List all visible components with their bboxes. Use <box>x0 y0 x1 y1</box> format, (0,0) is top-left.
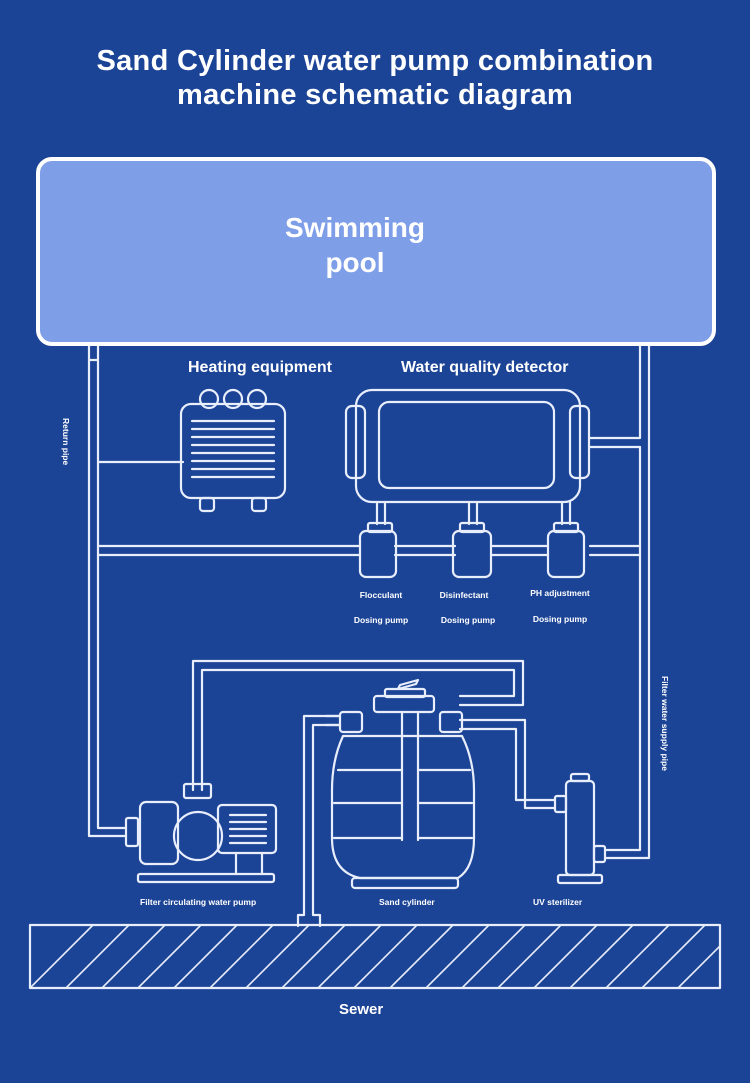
pool-label-line-2: pool <box>325 247 385 278</box>
flocculant-dosing-pump-label: Dosing pump <box>353 615 409 625</box>
filter-circulating-water-pump-label: Filter circulating water pump <box>140 897 257 907</box>
disinfectant-dosing-pump-label: Dosing pump <box>440 615 496 625</box>
uv-sterilizer-label: UV sterilizer <box>533 897 583 907</box>
ph-adjustment-label: PH adjustment <box>530 588 590 598</box>
disinfectant-dosing-pump-icon <box>451 521 493 579</box>
filter-circulating-water-pump-icon <box>124 782 278 884</box>
title-line-2: machine schematic diagram <box>177 79 573 111</box>
sewer-icon <box>28 923 722 990</box>
water-quality-detector-label: Water quality detector <box>401 359 569 376</box>
filter-water-supply-pipe-label: Filter water supply pipe <box>660 676 670 771</box>
flocculant-label: Flocculant <box>359 590 403 600</box>
sand-cylinder-label: Sand cylinder <box>379 897 435 907</box>
sand-cylinder-icon <box>324 678 476 890</box>
pump-outlet-pipe <box>191 659 525 792</box>
ph-adjustment-dosing-pump-icon <box>546 521 586 579</box>
swimming-pool-label: Swimming pool <box>220 210 490 280</box>
pool-label-line-1: Swimming <box>284 212 425 243</box>
diagram-title: Sand Cylinder water pump combination mac… <box>0 44 750 112</box>
return-pipe-label: Return pipe <box>61 418 71 466</box>
return-pipe <box>87 338 128 838</box>
disinfectant-label: Disinfectant <box>439 590 489 600</box>
heating-pipe <box>96 460 362 557</box>
heating-equipment-icon <box>179 388 287 513</box>
title-line-1: Sand Cylinder water pump combination <box>96 45 654 77</box>
waste-pipe <box>296 714 342 928</box>
filter-water-supply-pipe <box>588 338 651 860</box>
water-quality-detector-icon <box>344 388 591 526</box>
ph-adjustment-dosing-pump-label: Dosing pump <box>532 614 588 624</box>
uv-sterilizer-icon <box>553 772 607 885</box>
sewer-label: Sewer <box>339 1001 384 1018</box>
heating-equipment-label: Heating equipment <box>188 359 333 376</box>
flocculant-dosing-pump-icon <box>358 521 398 579</box>
swimming-pool-box <box>36 157 716 346</box>
cylinder-to-uv-pipe <box>458 718 557 810</box>
